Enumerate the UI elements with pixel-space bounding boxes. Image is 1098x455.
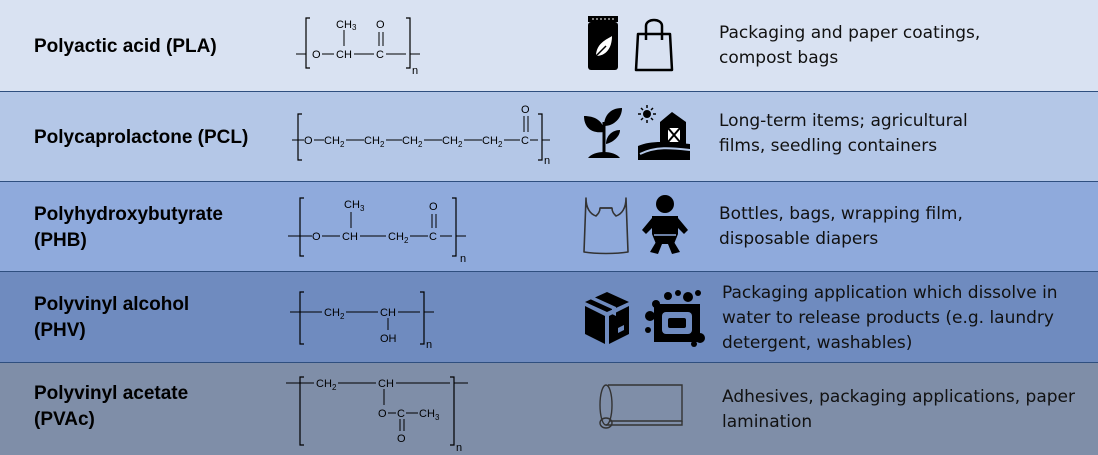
description-line: Adhesives, packaging applications, paper bbox=[722, 387, 1076, 407]
atom-c: C bbox=[429, 231, 437, 243]
atom-o-double: O bbox=[521, 104, 530, 116]
atom-o-double: O bbox=[429, 201, 438, 213]
polymer-name-pcl: Polycaprolactone (PCL) bbox=[34, 125, 248, 151]
atom-o: O bbox=[304, 135, 313, 147]
description-line: Packaging and paper coatings, bbox=[719, 23, 981, 43]
atom-o: O bbox=[312, 49, 321, 61]
polymer-name-pla: Polyactic acid (PLA) bbox=[34, 34, 217, 60]
baby-diaper-icon bbox=[642, 195, 688, 254]
table-row-pla: Polyactic acid (PLA) O CH CH 3 C O n bbox=[0, 0, 1098, 92]
polymer-name-line: Polyvinyl acetate bbox=[34, 383, 189, 404]
table-row-phb: Polyhydroxybutyrate (PHB) O CH CH 3 CH 2… bbox=[0, 182, 1098, 272]
subscript-3: 3 bbox=[360, 204, 365, 213]
atom-ch2: CH bbox=[324, 135, 340, 147]
atom-o: O bbox=[378, 408, 387, 420]
subscript-2: 2 bbox=[332, 383, 337, 392]
atom-ch2: CH bbox=[324, 307, 340, 319]
atom-ch: CH bbox=[378, 378, 394, 390]
description-line: Long-term items; agricultural bbox=[719, 111, 968, 131]
description-line: Bottles, bags, wrapping film, bbox=[719, 204, 963, 224]
shopping-bag-icon bbox=[634, 18, 674, 72]
atom-ch2: CH bbox=[364, 135, 380, 147]
atom-ch3: CH bbox=[419, 408, 435, 420]
polymer-name-phb: Polyhydroxybutyrate (PHB) bbox=[34, 202, 223, 254]
description-line: water to release products (e.g. laundry bbox=[722, 308, 1054, 328]
atom-ch3: CH bbox=[336, 19, 352, 31]
description-phb: Bottles, bags, wrapping film, disposable… bbox=[719, 202, 963, 252]
formula-pvac: CH 2 CH O C O CH 3 n bbox=[286, 376, 468, 453]
atom-ch: CH bbox=[336, 49, 352, 61]
atom-o-double: O bbox=[397, 433, 406, 445]
polymer-name-line: Polyvinyl alcohol bbox=[34, 294, 190, 315]
atom-ch: CH bbox=[380, 307, 396, 319]
subscript-2: 2 bbox=[380, 140, 385, 149]
subscript-2: 2 bbox=[418, 140, 423, 149]
polymer-name-line: (PHB) bbox=[34, 230, 87, 251]
table-row-pvac: Polyvinyl acetate (PVAc) CH 2 CH O C O C… bbox=[0, 363, 1098, 455]
polymer-name-line: Polyhydroxybutyrate bbox=[34, 204, 223, 225]
polymer-name-line: (PVAc) bbox=[34, 409, 95, 430]
subscript-2: 2 bbox=[458, 140, 463, 149]
soap-bubbles-icon bbox=[645, 290, 705, 347]
subscript-2: 2 bbox=[340, 312, 345, 321]
description-phv: Packaging application which dissolve in … bbox=[722, 281, 1058, 356]
polymer-name-line: Polycaprolactone (PCL) bbox=[34, 127, 249, 148]
subscript-2: 2 bbox=[340, 140, 345, 149]
table-row-phv: Polyvinyl alcohol (PHV) CH 2 CH OH n bbox=[0, 272, 1098, 363]
atom-ch3: CH bbox=[344, 199, 360, 211]
subscript-2: 2 bbox=[404, 236, 409, 245]
atom-c: C bbox=[521, 135, 529, 147]
repeat-n: n bbox=[426, 339, 432, 351]
description-pvac: Adhesives, packaging applications, paper… bbox=[722, 385, 1075, 435]
repeat-n: n bbox=[544, 155, 550, 167]
atom-c: C bbox=[376, 49, 384, 61]
description-line: lamination bbox=[722, 412, 813, 432]
description-line: disposable diapers bbox=[719, 229, 879, 249]
plastic-bag-icon bbox=[583, 197, 629, 255]
description-line: Packaging application which dissolve in bbox=[722, 283, 1058, 303]
polymer-name-pvac: Polyvinyl acetate (PVAc) bbox=[34, 381, 188, 433]
description-pcl: Long-term items; agricultural films, see… bbox=[719, 109, 968, 159]
repeat-n: n bbox=[460, 253, 466, 264]
polymer-name-line: (PHV) bbox=[34, 320, 86, 341]
atom-ch2: CH bbox=[402, 135, 418, 147]
atom-c: C bbox=[397, 408, 405, 420]
description-line: detergent, washables) bbox=[722, 333, 913, 353]
formula-phv: CH 2 CH OH n bbox=[290, 291, 434, 351]
polymer-name-line: Polyactic acid (PLA) bbox=[34, 36, 217, 57]
formula-phb: O CH CH 3 CH 2 C O n bbox=[288, 197, 466, 264]
table-row-pcl: Polycaprolactone (PCL) O CH 2 CH 2 CH 2 … bbox=[0, 92, 1098, 182]
farm-barn-icon bbox=[638, 105, 690, 160]
atom-ch: CH bbox=[342, 231, 358, 243]
atom-ch2: CH bbox=[482, 135, 498, 147]
package-box-icon bbox=[585, 292, 629, 344]
formula-pcl: O CH 2 CH 2 CH 2 CH 2 CH 2 C O n bbox=[292, 104, 550, 167]
polymer-name-phv: Polyvinyl alcohol (PHV) bbox=[34, 292, 189, 344]
description-line: compost bags bbox=[719, 48, 839, 68]
subscript-3: 3 bbox=[352, 23, 357, 32]
atom-o: O bbox=[312, 231, 321, 243]
description-line: films, seedling containers bbox=[719, 136, 938, 156]
seedling-icon bbox=[584, 108, 622, 158]
subscript-2: 2 bbox=[498, 140, 503, 149]
compost-bag-icon bbox=[588, 16, 618, 70]
formula-pla: O CH CH 3 C O n bbox=[296, 17, 420, 76]
atom-ch2: CH bbox=[388, 231, 404, 243]
atom-ch2: CH bbox=[316, 378, 332, 390]
description-pla: Packaging and paper coatings, compost ba… bbox=[719, 21, 980, 71]
atom-o-double: O bbox=[376, 19, 385, 31]
repeat-n: n bbox=[412, 65, 418, 76]
atom-oh: OH bbox=[380, 333, 397, 345]
repeat-n: n bbox=[456, 442, 462, 453]
atom-ch2: CH bbox=[442, 135, 458, 147]
paper-roll-icon bbox=[599, 384, 683, 429]
subscript-3: 3 bbox=[435, 413, 440, 422]
